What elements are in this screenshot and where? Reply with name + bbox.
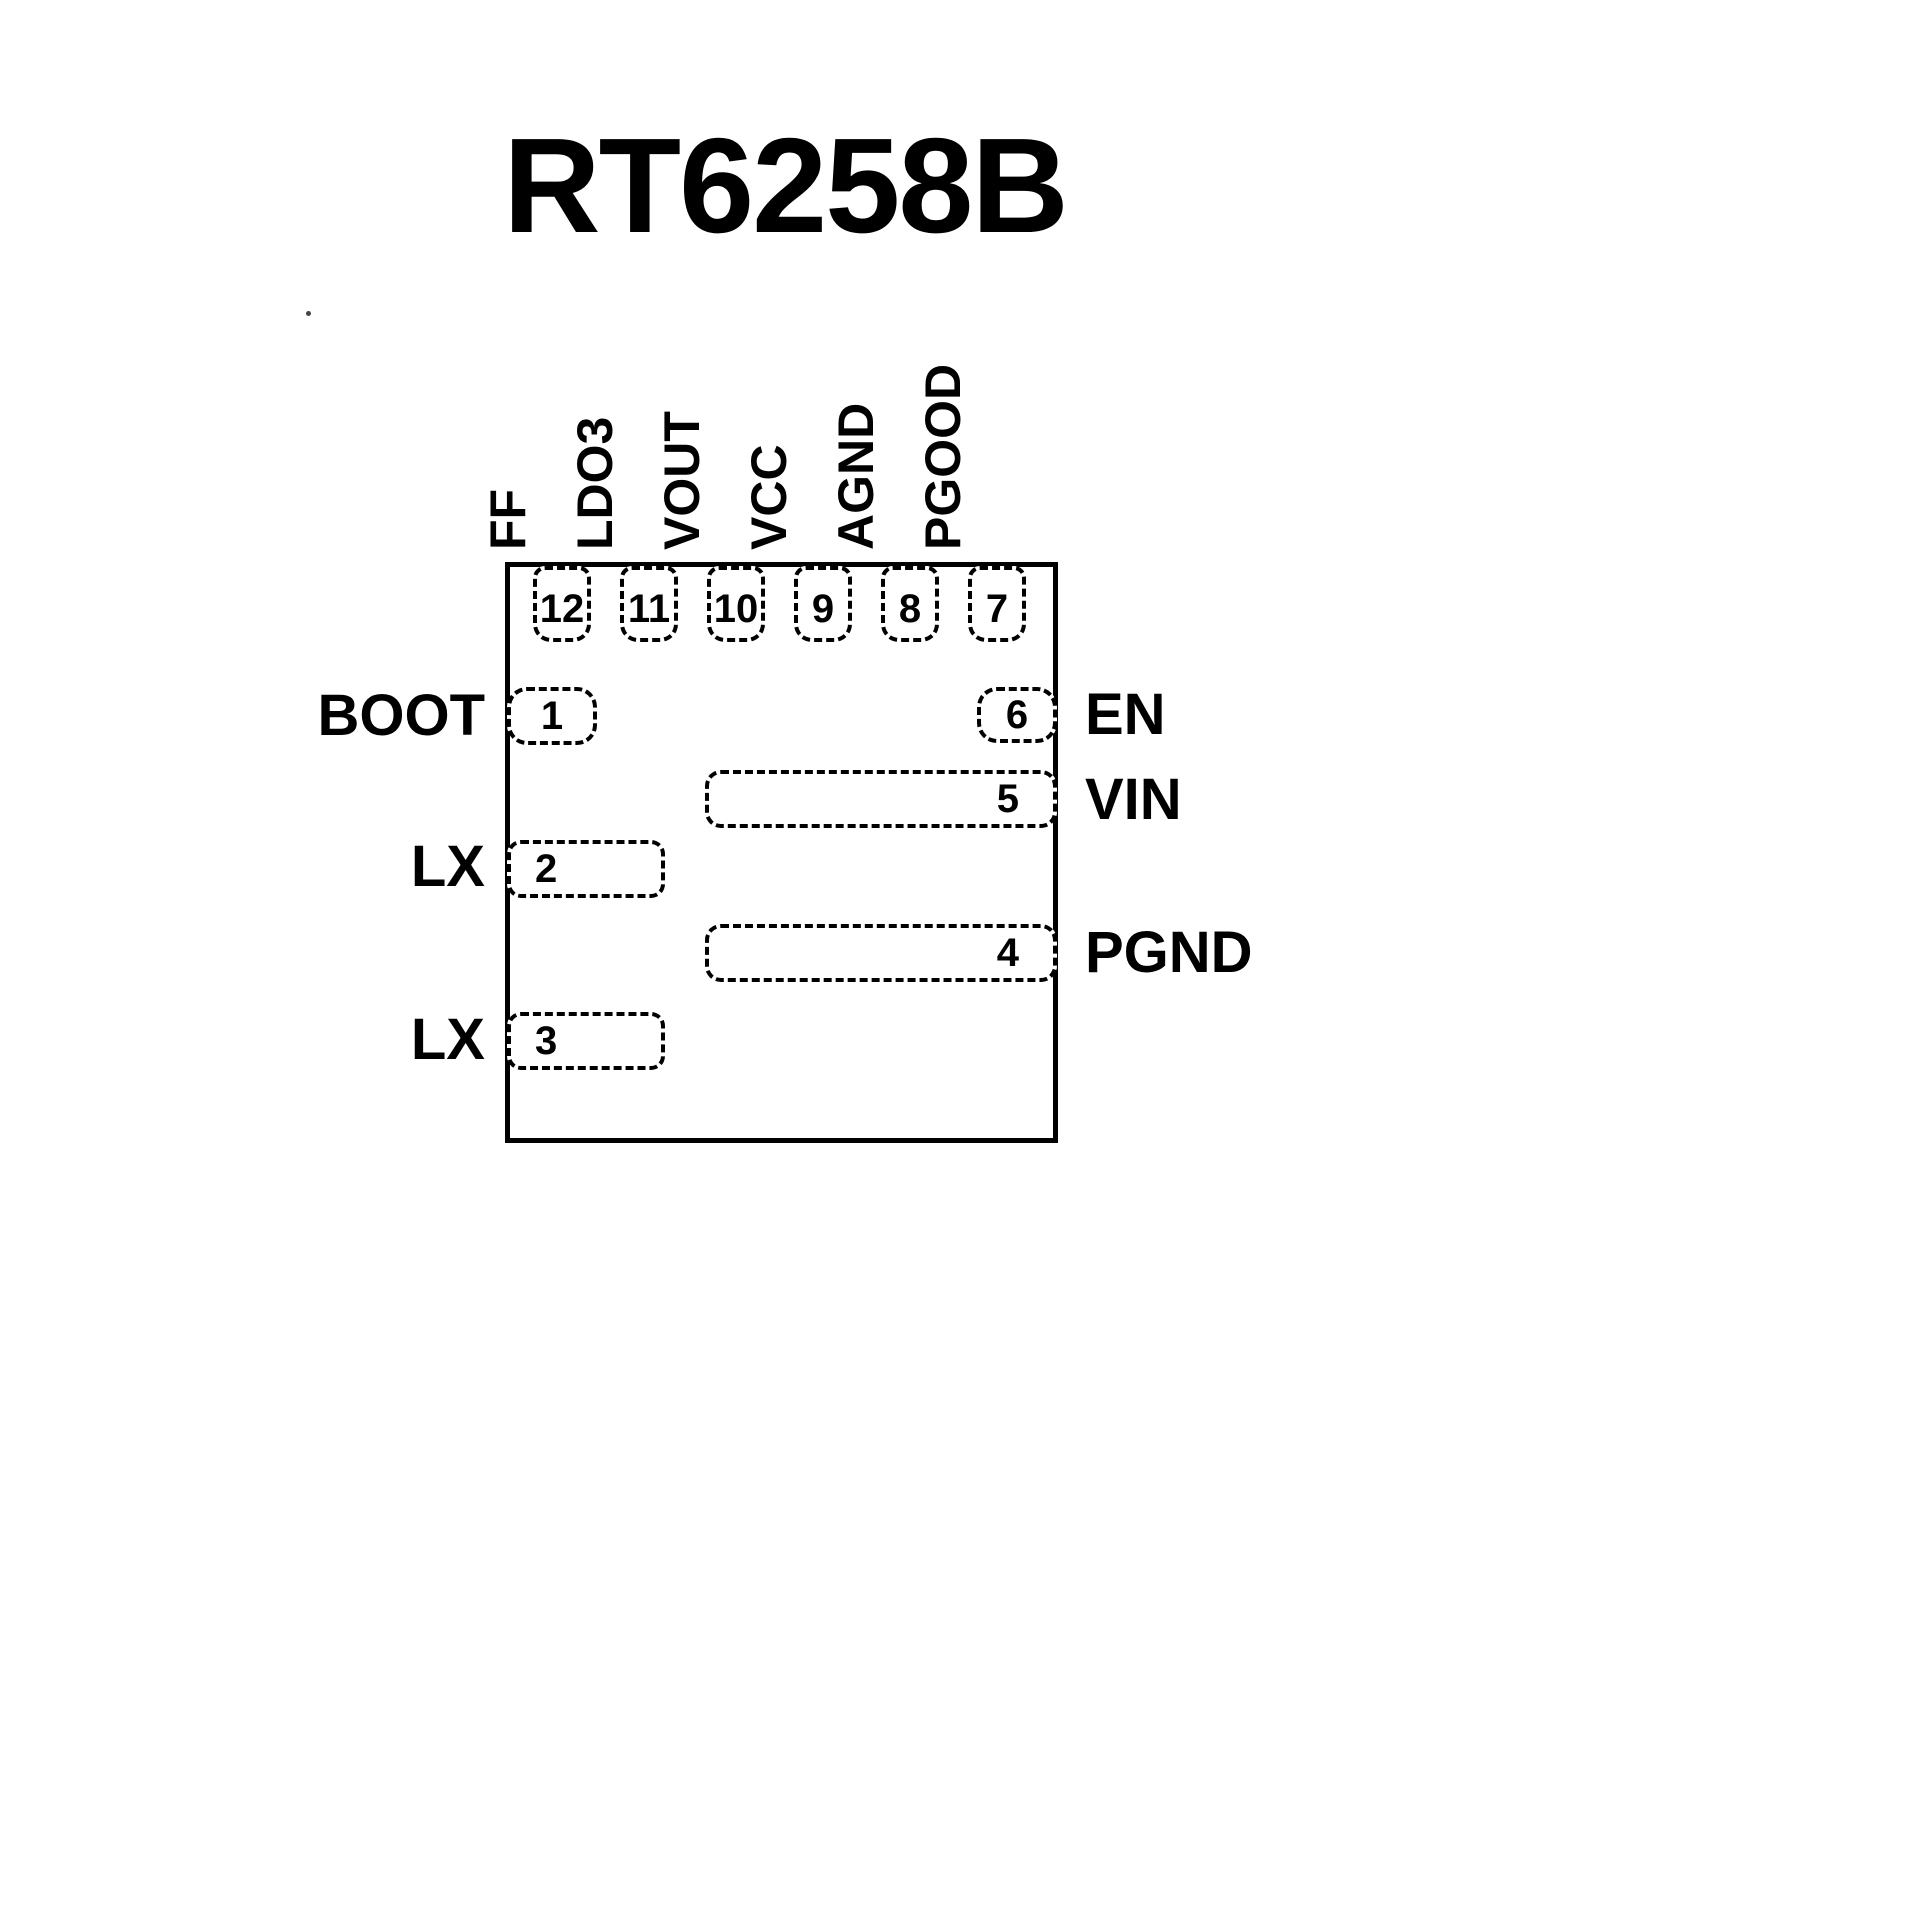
pin-label-vcc: VCC bbox=[741, 444, 797, 550]
pin-number-8: 8 bbox=[898, 587, 922, 631]
pin-number-12: 12 bbox=[539, 587, 585, 631]
pin-label-lx-2: LX bbox=[410, 834, 485, 899]
pin-number-2: 2 bbox=[535, 846, 558, 891]
pin-pad-2: 2 bbox=[507, 840, 665, 898]
pin-number-9: 9 bbox=[811, 587, 835, 631]
pin-pad-3: 3 bbox=[507, 1012, 665, 1070]
pin-label-boot: BOOT bbox=[317, 683, 485, 748]
pin-label-agnd: AGND bbox=[828, 402, 884, 550]
pin-number-5: 5 bbox=[996, 776, 1019, 821]
pin-number-10: 10 bbox=[713, 587, 759, 631]
pin-pad-12: 12 bbox=[533, 566, 591, 642]
pin-pad-1: 1 bbox=[507, 687, 597, 745]
pin-number-6: 6 bbox=[1005, 692, 1029, 737]
pin-label-pgood: PGOOD bbox=[915, 363, 971, 550]
pin-pad-10: 10 bbox=[707, 566, 765, 642]
chip-title: RT6258B bbox=[503, 110, 1069, 261]
pin-pad-11: 11 bbox=[620, 566, 678, 642]
pin-label-vin: VIN bbox=[1085, 767, 1182, 832]
pin-label-pgnd: PGND bbox=[1085, 920, 1253, 985]
pin-label-vout: VOUT bbox=[654, 411, 710, 550]
pin-pad-5: 5 bbox=[705, 770, 1057, 828]
pin-pad-6: 6 bbox=[977, 687, 1057, 743]
pin-pad-8: 8 bbox=[881, 566, 939, 642]
pin-label-en: EN bbox=[1085, 682, 1166, 747]
pin-number-3: 3 bbox=[535, 1018, 558, 1063]
pin-pad-4: 4 bbox=[705, 924, 1057, 982]
pin-number-1: 1 bbox=[540, 693, 564, 738]
pin-number-11: 11 bbox=[627, 587, 671, 631]
pin-pad-7: 7 bbox=[968, 566, 1026, 642]
stray-dot bbox=[306, 311, 311, 316]
pin-label-ff: FF bbox=[480, 488, 536, 550]
pin-label-lx-3: LX bbox=[410, 1007, 485, 1072]
pin-pad-9: 9 bbox=[794, 566, 852, 642]
pin-number-7: 7 bbox=[985, 587, 1009, 631]
pin-label-ldo3: LDO3 bbox=[567, 416, 623, 550]
pin-number-4: 4 bbox=[996, 930, 1019, 975]
